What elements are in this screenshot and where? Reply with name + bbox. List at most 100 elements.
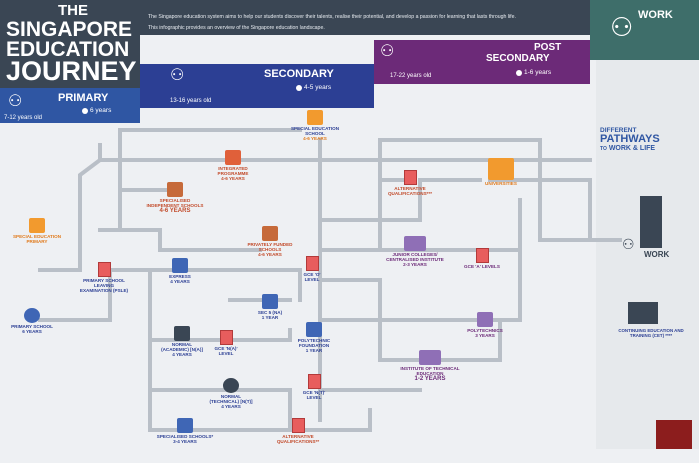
node-label: ALTERNATIVE QUALIFICATIONS*** bbox=[387, 186, 433, 197]
node-duration: 1-2 YEARS bbox=[414, 376, 446, 383]
connector-line bbox=[148, 268, 372, 432]
node-label: INSTITUTE OF TECHNICAL EDUCATION bbox=[400, 366, 460, 377]
intro-text: The Singapore education system aims to h… bbox=[148, 14, 578, 36]
node-alt-qual-top: ALTERNATIVE QUALIFICATIONS*** bbox=[380, 170, 440, 196]
node-ite: INSTITUTE OF TECHNICAL EDUCATION 1-2 YEA… bbox=[400, 350, 460, 382]
node-privately-funded: PRIVATELY FUNDED SCHOOLS 4-6 YEARS bbox=[246, 226, 294, 257]
pathways-to: TO bbox=[600, 146, 607, 152]
post-label-2: SECONDARY bbox=[486, 53, 550, 64]
node-polytechnics: POLYTECHNICS 3 YEARS bbox=[462, 312, 508, 338]
node-label: SPECIALISED INDEPENDENT SCHOOLS bbox=[146, 198, 204, 209]
node-label: GCE 'N(A)' LEVEL bbox=[214, 346, 238, 357]
school-building-icon bbox=[177, 418, 193, 433]
node-gce-o: GCE 'O' LEVEL bbox=[296, 256, 328, 282]
connector-line bbox=[428, 318, 502, 362]
node-label: SPECIAL EDUCATION SCHOOL bbox=[290, 126, 340, 137]
briefcase-worker-icon: ⚇ bbox=[622, 236, 635, 252]
classroom-training-icon bbox=[628, 302, 658, 324]
person-standing-icon: ⚇ bbox=[8, 93, 23, 110]
post-duration-text: 1-6 years bbox=[524, 69, 552, 76]
exam-certificate-icon bbox=[307, 374, 321, 389]
node-label: PRIVATELY FUNDED SCHOOLS bbox=[247, 242, 293, 253]
node-label: GCE 'A' LEVELS bbox=[464, 264, 500, 269]
person-walking-work-icon: ⚇ bbox=[610, 12, 634, 42]
node-alt-qual-bottom: ALTERNATIVE QUALIFICATIONS** bbox=[268, 418, 328, 444]
node-duration: 4-6 YEARS bbox=[221, 176, 245, 182]
connector-line bbox=[148, 388, 292, 432]
node-special-ed-school: SPECIAL EDUCATION SCHOOL 4-6 YEARS bbox=[290, 110, 340, 141]
clock-icon bbox=[296, 84, 302, 91]
polytechnic-building-icon bbox=[477, 312, 493, 327]
post-duration: 1-6 years bbox=[516, 69, 551, 76]
primary-age: 7-12 years old bbox=[4, 115, 43, 121]
node-normal-technical: NORMAL (TECHNICAL) [N(T)] 4 YEARS bbox=[208, 378, 254, 409]
intro-paragraph-1: The Singapore education system aims to h… bbox=[148, 14, 516, 20]
tree-school-icon bbox=[24, 308, 40, 323]
connector-line bbox=[438, 198, 522, 252]
connector-line bbox=[38, 158, 592, 272]
ministry-of-education-logo bbox=[656, 420, 692, 450]
connector-line bbox=[148, 268, 302, 302]
work-label: WORK bbox=[638, 9, 673, 21]
node-duration: 3 YEARS bbox=[475, 333, 495, 339]
post-age: 17-22 years old bbox=[390, 73, 432, 79]
school-building-icon bbox=[262, 294, 278, 309]
exam-certificate-icon bbox=[403, 170, 417, 185]
intro-paragraph-2: This infographic provides an overview of… bbox=[148, 25, 325, 31]
school-building-icon bbox=[306, 322, 322, 337]
footer-strip bbox=[0, 449, 699, 463]
institute-building-icon bbox=[419, 350, 441, 365]
connector-line bbox=[318, 178, 482, 222]
college-building-icon bbox=[404, 236, 426, 251]
palette-music-icon bbox=[167, 182, 183, 197]
title-line-2: SINGAPORE bbox=[6, 18, 133, 41]
node-label: SEC 5 (NA) bbox=[257, 310, 283, 315]
node-label: SPECIAL EDUCATION PRIMARY bbox=[12, 234, 62, 245]
title-line-1: THE bbox=[58, 2, 88, 19]
secondary-band: ⚇ SECONDARY 4-5 years 13-16 years old bbox=[140, 64, 374, 108]
post-label-1: POST bbox=[534, 42, 562, 53]
exam-certificate-icon bbox=[475, 248, 489, 263]
node-duration: 3-4 YEARS bbox=[173, 439, 197, 445]
node-gce-a: GCE 'A' LEVELS bbox=[462, 248, 502, 269]
node-gce-nt: GCE 'N(T)' LEVEL bbox=[298, 374, 330, 400]
clock-icon bbox=[82, 107, 88, 114]
node-psle: PRIMARY SCHOOL LEAVING EXAMINATION (PSLE… bbox=[78, 262, 130, 294]
node-label: INTEGRATED PROGRAMME bbox=[217, 166, 249, 177]
node-specialised-schools: SPECIALISED SCHOOLS* 3-4 YEARS bbox=[154, 418, 216, 444]
node-label: NORMAL (TECHNICAL) [N(T)] bbox=[209, 394, 253, 405]
primary-duration-text: 6 years bbox=[90, 107, 112, 114]
primary-duration: 6 years bbox=[82, 107, 111, 114]
exam-certificate-icon bbox=[219, 330, 233, 345]
node-duration: 4-6 YEARS bbox=[303, 136, 327, 142]
node-sec5: SEC 5 (NA) 1 YEAR bbox=[248, 294, 292, 320]
node-label: POLYTECHNICS bbox=[467, 328, 503, 333]
node-cet-label: CONTINUING EDUCATION AND TRAINING (CET) … bbox=[618, 328, 684, 338]
node-universities: UNIVERSITIES bbox=[476, 158, 526, 186]
connector-line bbox=[98, 128, 302, 232]
connector-line bbox=[148, 328, 292, 342]
node-specialised-independent: SPECIALISED INDEPENDENT SCHOOLS 4-6 YEAR… bbox=[144, 182, 206, 214]
school-building-icon bbox=[29, 218, 45, 233]
pathways-line-3: TO WORK & LIFE bbox=[600, 144, 660, 154]
node-duration: 4-6 YEARS bbox=[258, 252, 282, 258]
node-label: EXPRESS bbox=[169, 274, 191, 279]
node-label: JUNIOR COLLEGES/ CENTRALISED INSTITUTE bbox=[386, 252, 444, 263]
title-line-4: JOURNEY bbox=[6, 56, 137, 86]
node-duration: 4 YEARS bbox=[221, 404, 241, 410]
school-building-icon bbox=[307, 110, 323, 125]
node-label: GCE 'O' LEVEL bbox=[303, 272, 321, 283]
clock-icon bbox=[516, 69, 522, 76]
node-label: PRIMARY SCHOOL LEAVING EXAMINATION (PSLE… bbox=[79, 278, 129, 294]
connector-line bbox=[378, 138, 542, 252]
node-special-ed-primary: SPECIAL EDUCATION PRIMARY bbox=[6, 218, 68, 244]
node-label: PRIMARY SCHOOL bbox=[11, 324, 53, 329]
pathways-work-life: WORK & LIFE bbox=[608, 145, 656, 152]
connector-line bbox=[488, 178, 622, 242]
title-line-3: EDUCATION bbox=[6, 38, 130, 61]
exam-certificate-icon bbox=[97, 262, 111, 277]
node-normal-academic: NORMAL (ACADEMIC) [N(A)] 4 YEARS bbox=[158, 326, 206, 357]
exam-certificate-icon bbox=[305, 256, 319, 271]
node-label: POLYTECHNIC FOUNDATION bbox=[297, 338, 331, 349]
